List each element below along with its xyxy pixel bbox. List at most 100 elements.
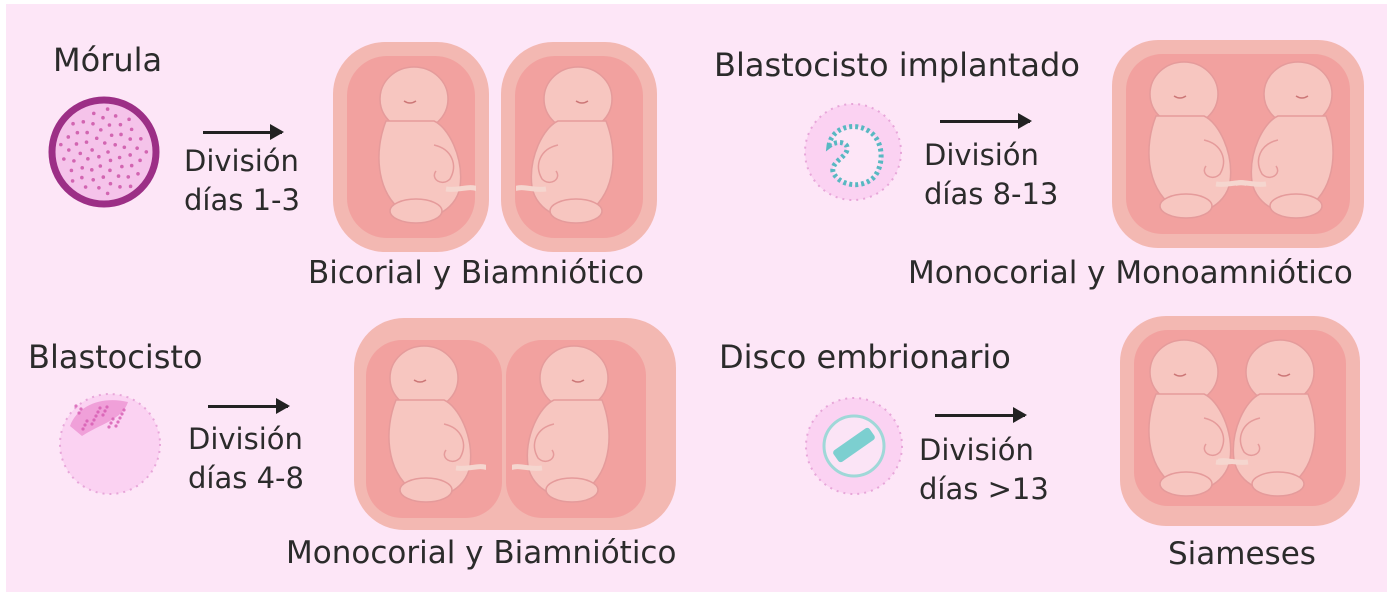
cell-dot (62, 157, 66, 161)
cell-dot (94, 414, 97, 417)
cell-dot (109, 159, 113, 163)
cell-dot (118, 185, 122, 189)
cell-dot (76, 131, 80, 135)
cell-dot (99, 128, 103, 132)
embryonic-disc-icon (802, 394, 906, 498)
cell-dot (92, 112, 96, 116)
monocorial-biamniotic-illustration (352, 316, 678, 532)
stage-label-blastocyst: Blastocisto (28, 341, 203, 373)
conjoined-twins-illustration (1118, 314, 1362, 528)
cell-dot (126, 175, 130, 179)
cell-dot (101, 413, 104, 416)
cell-dot (118, 156, 122, 160)
cell-dot (135, 146, 139, 150)
result-label-bicorial-biamniotic: Bicorial y Biamniótico (308, 258, 644, 289)
stage-label-embryonic-disc: Disco embrionario (719, 341, 1011, 373)
cell-dot (119, 133, 123, 137)
cell-dot (71, 179, 75, 183)
bicorial-biamniotic-illustration (331, 34, 661, 259)
cell-dot (103, 409, 106, 412)
cell-dot (81, 427, 84, 430)
cell-dot (130, 128, 134, 132)
cell-dot (91, 178, 95, 182)
cell-dot (129, 185, 133, 189)
cell-dot (128, 137, 132, 141)
cell-dot (107, 425, 110, 428)
division-label: División (188, 420, 304, 459)
cell-dot (111, 417, 114, 420)
cell-dot (80, 176, 84, 180)
cell-dot (82, 120, 86, 124)
result-label-conjoined: Siameses (1168, 539, 1316, 570)
cell-dot (59, 143, 63, 147)
division-text: División días 1-3 (184, 142, 300, 220)
monocorial-monoamniotic-illustration (1110, 38, 1366, 252)
morula-icon (48, 96, 160, 208)
cell-dot (109, 421, 112, 424)
cell-dot (77, 411, 80, 414)
division-arrow (203, 131, 282, 134)
cell-dot (75, 142, 79, 146)
cell-dot (105, 405, 108, 408)
cell-dot (86, 157, 90, 161)
cell-dot (84, 185, 88, 189)
division-days: días 4-8 (188, 459, 304, 498)
cell-dot (106, 192, 110, 196)
cell-dot (67, 148, 71, 152)
cell-dot (116, 420, 119, 423)
cell-dot (123, 145, 127, 149)
cell-dot (70, 169, 74, 173)
cell-dot (74, 404, 77, 407)
cell-dot (120, 412, 123, 415)
division-label: División (184, 142, 300, 181)
cell-dot (85, 131, 89, 135)
implanted-blastocyst-icon (801, 100, 905, 204)
cell-dot (122, 408, 125, 411)
cell-dot (90, 168, 94, 172)
cell-dot (118, 416, 121, 419)
cell-dot (106, 107, 110, 111)
cell-dot (71, 122, 75, 126)
cell-dot (79, 407, 82, 410)
cell-dot (90, 148, 94, 152)
cell-dot (66, 135, 70, 139)
cell-dot (85, 140, 89, 144)
cell-dot (85, 419, 88, 422)
cell-dot (92, 418, 95, 421)
cell-dot (80, 166, 84, 170)
diagram-canvas: Mórula División días 1-3 Bicorial y Biam… (6, 4, 1387, 592)
cell-dot (97, 155, 101, 159)
division-arrow (208, 405, 288, 408)
result-label-monocorial-monoamniotic: Monocorial y Monoamniótico (908, 258, 1353, 289)
cell-dot (110, 133, 114, 137)
cell-dot (91, 122, 95, 126)
cell-dot (95, 136, 99, 140)
division-days: días 1-3 (184, 181, 300, 220)
cell-dot (128, 153, 132, 157)
cell-dot (99, 164, 103, 168)
cell-dot (101, 116, 105, 120)
cell-dot (109, 182, 113, 186)
cell-dot (119, 123, 123, 127)
cell-dot (103, 141, 107, 145)
cell-dot (136, 172, 140, 176)
cell-dot (138, 159, 142, 163)
division-label: División (924, 136, 1058, 175)
cell-dot (72, 159, 76, 163)
division-days: días >13 (919, 470, 1049, 509)
stage-label-morula: Mórula (53, 44, 162, 76)
cell-dot (113, 143, 117, 147)
cell-dot (108, 123, 112, 127)
division-text: División días 4-8 (188, 420, 304, 498)
division-arrow (935, 414, 1025, 417)
cell-dot (102, 175, 106, 179)
cell-dot (98, 406, 101, 409)
cell-dot (78, 152, 82, 156)
cell-dot (108, 169, 112, 173)
cell-dot (114, 424, 117, 427)
cell-dot (114, 114, 118, 118)
division-text: División días >13 (919, 431, 1049, 509)
blastocyst-icon (56, 390, 164, 498)
cell-dot (90, 422, 93, 425)
division-text: División días 8-13 (924, 136, 1058, 214)
